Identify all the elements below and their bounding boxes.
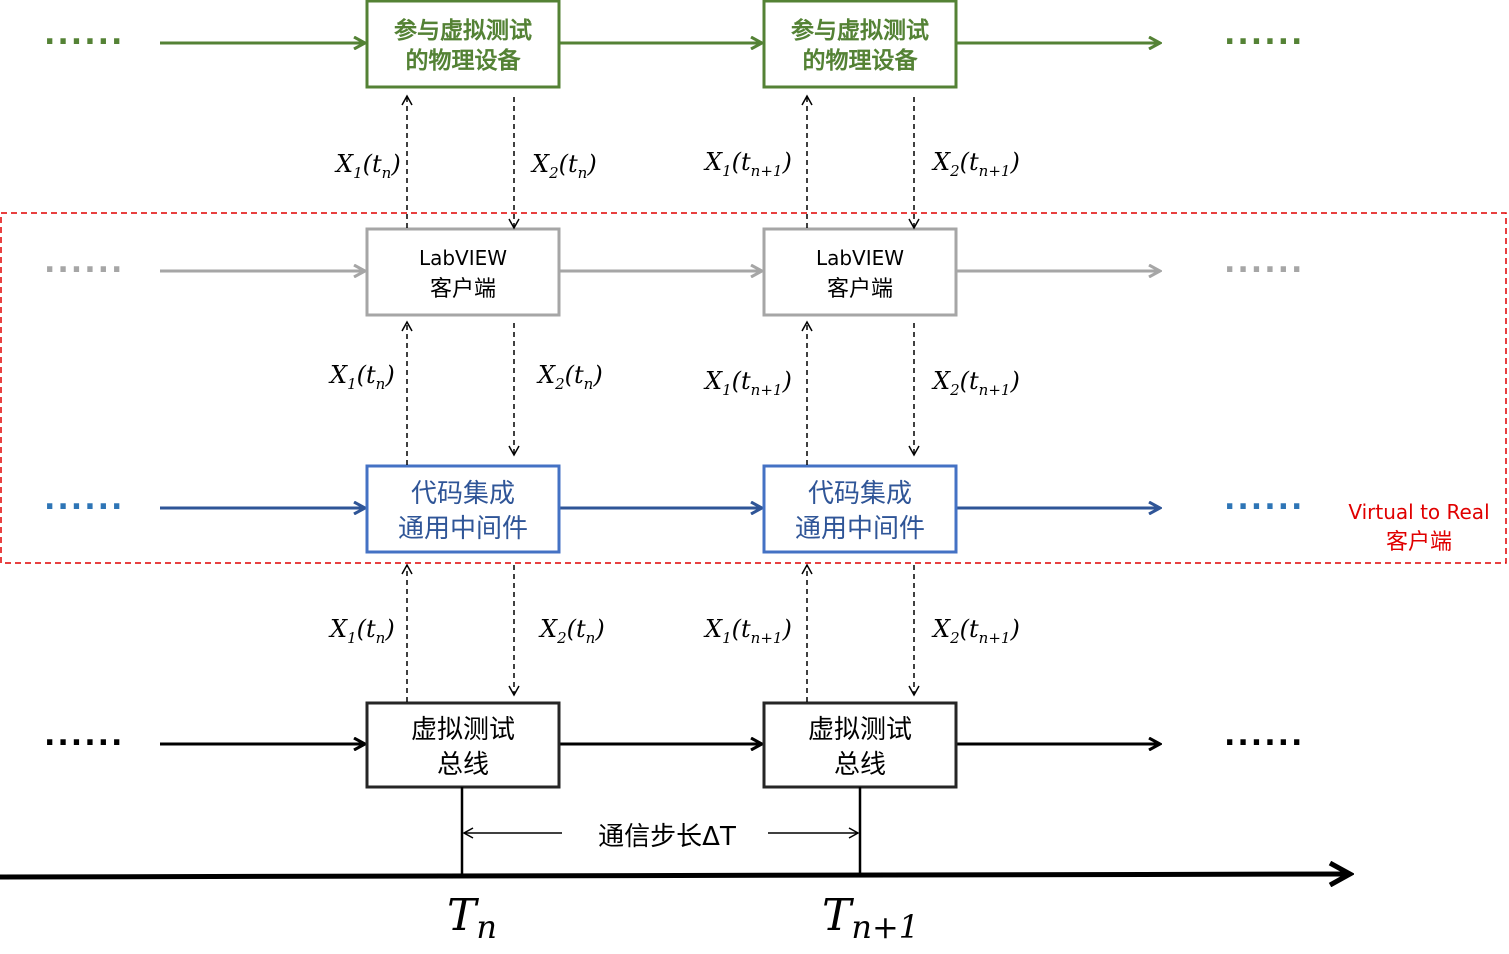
- time-axis: [0, 874, 1350, 877]
- middleware-box-tn1: [762, 464, 958, 554]
- signal-labels: X1(tn) X2(tn) X1(tn+1) X2(tn+1) X1(tn) X…: [328, 148, 1020, 647]
- signal-arrows: [401, 94, 920, 702]
- signal-label-x2-tn1: X2(tn+1): [931, 148, 1020, 180]
- ellipsis-right-bus: ......: [1224, 718, 1304, 753]
- signal-label-x1-tn1: X1(tn+1): [703, 615, 792, 647]
- step-label: 通信步长ΔT: [598, 822, 736, 852]
- signal-label-x2-tn: X2(tn): [530, 150, 597, 182]
- bus-label-line1: 虚拟测试: [808, 715, 912, 745]
- bus-label-line2: 总线: [437, 750, 489, 780]
- time-step: 通信步长ΔT: [460, 787, 862, 875]
- signal-label-x1-tn1: X1(tn+1): [703, 148, 792, 180]
- time-label-tn1: Tn+1: [822, 890, 919, 946]
- device-label-line2: 的物理设备: [406, 47, 522, 74]
- device-box-tn1: [762, 0, 958, 89]
- labview-label-line1: LabVIEW: [816, 246, 904, 270]
- ellipsis-left-labview: ......: [44, 245, 124, 280]
- middleware-row: ...... ...... 代码集成 通用中间件 代码集成 通用中间件: [44, 464, 1304, 554]
- device-label-line1: 参与虚拟测试: [791, 17, 929, 44]
- time-label-tn: Tn: [447, 890, 497, 946]
- labview-row: ...... ...... LabVIEW 客户端 LabVIEW 客户端: [44, 227, 1304, 317]
- signal-label-x1-tn: X1(tn): [334, 150, 401, 182]
- middleware-label-line2: 通用中间件: [398, 514, 528, 544]
- device-label-line1: 参与虚拟测试: [394, 17, 532, 44]
- labview-box-tn1: [762, 227, 958, 317]
- signal-label-x1-tn: X1(tn): [328, 615, 395, 647]
- signal-label-x2-tn1: X2(tn+1): [931, 615, 1020, 647]
- middleware-label-line1: 代码集成: [808, 479, 912, 509]
- bus-label-line2: 总线: [834, 750, 886, 780]
- bus-label-line1: 虚拟测试: [411, 715, 515, 745]
- virtual-to-real-region: [0, 212, 1507, 564]
- ellipsis-right-device: ......: [1224, 17, 1304, 52]
- device-label-line2: 的物理设备: [803, 47, 919, 74]
- ellipsis-right-middleware: ......: [1224, 482, 1304, 517]
- labview-box-tn: [365, 227, 561, 317]
- signal-label-x2-tn1: X2(tn+1): [931, 367, 1020, 399]
- middleware-box-tn: [365, 464, 561, 554]
- middleware-label-line2: 通用中间件: [795, 514, 925, 544]
- signal-label-x1-tn: X1(tn): [328, 361, 395, 393]
- bus-row: ...... ...... 虚拟测试 总线 虚拟测试 总线: [44, 701, 1304, 789]
- labview-label-line1: LabVIEW: [419, 246, 507, 270]
- device-row: ...... ...... 参与虚拟测试 的物理设备 参与虚拟测试 的物理设备: [44, 0, 1304, 89]
- bus-box-tn: [365, 701, 561, 789]
- ellipsis-left-bus: ......: [44, 718, 124, 753]
- ellipsis-left-middleware: ......: [44, 482, 124, 517]
- labview-label-line2: 客户端: [827, 277, 893, 302]
- middleware-label-line1: 代码集成: [411, 479, 515, 509]
- device-box-tn: [365, 0, 561, 89]
- region-label-line1: Virtual to Real: [1348, 500, 1489, 524]
- time-labels: Tn Tn+1: [447, 890, 919, 946]
- labview-label-line2: 客户端: [430, 277, 496, 302]
- signal-label-x2-tn: X2(tn): [536, 361, 603, 393]
- ellipsis-right-labview: ......: [1224, 245, 1304, 280]
- region-label-line2: 客户端: [1386, 530, 1452, 555]
- ellipsis-left-device: ......: [44, 17, 124, 52]
- signal-label-x2-tn: X2(tn): [538, 615, 605, 647]
- signal-label-x1-tn1: X1(tn+1): [703, 367, 792, 399]
